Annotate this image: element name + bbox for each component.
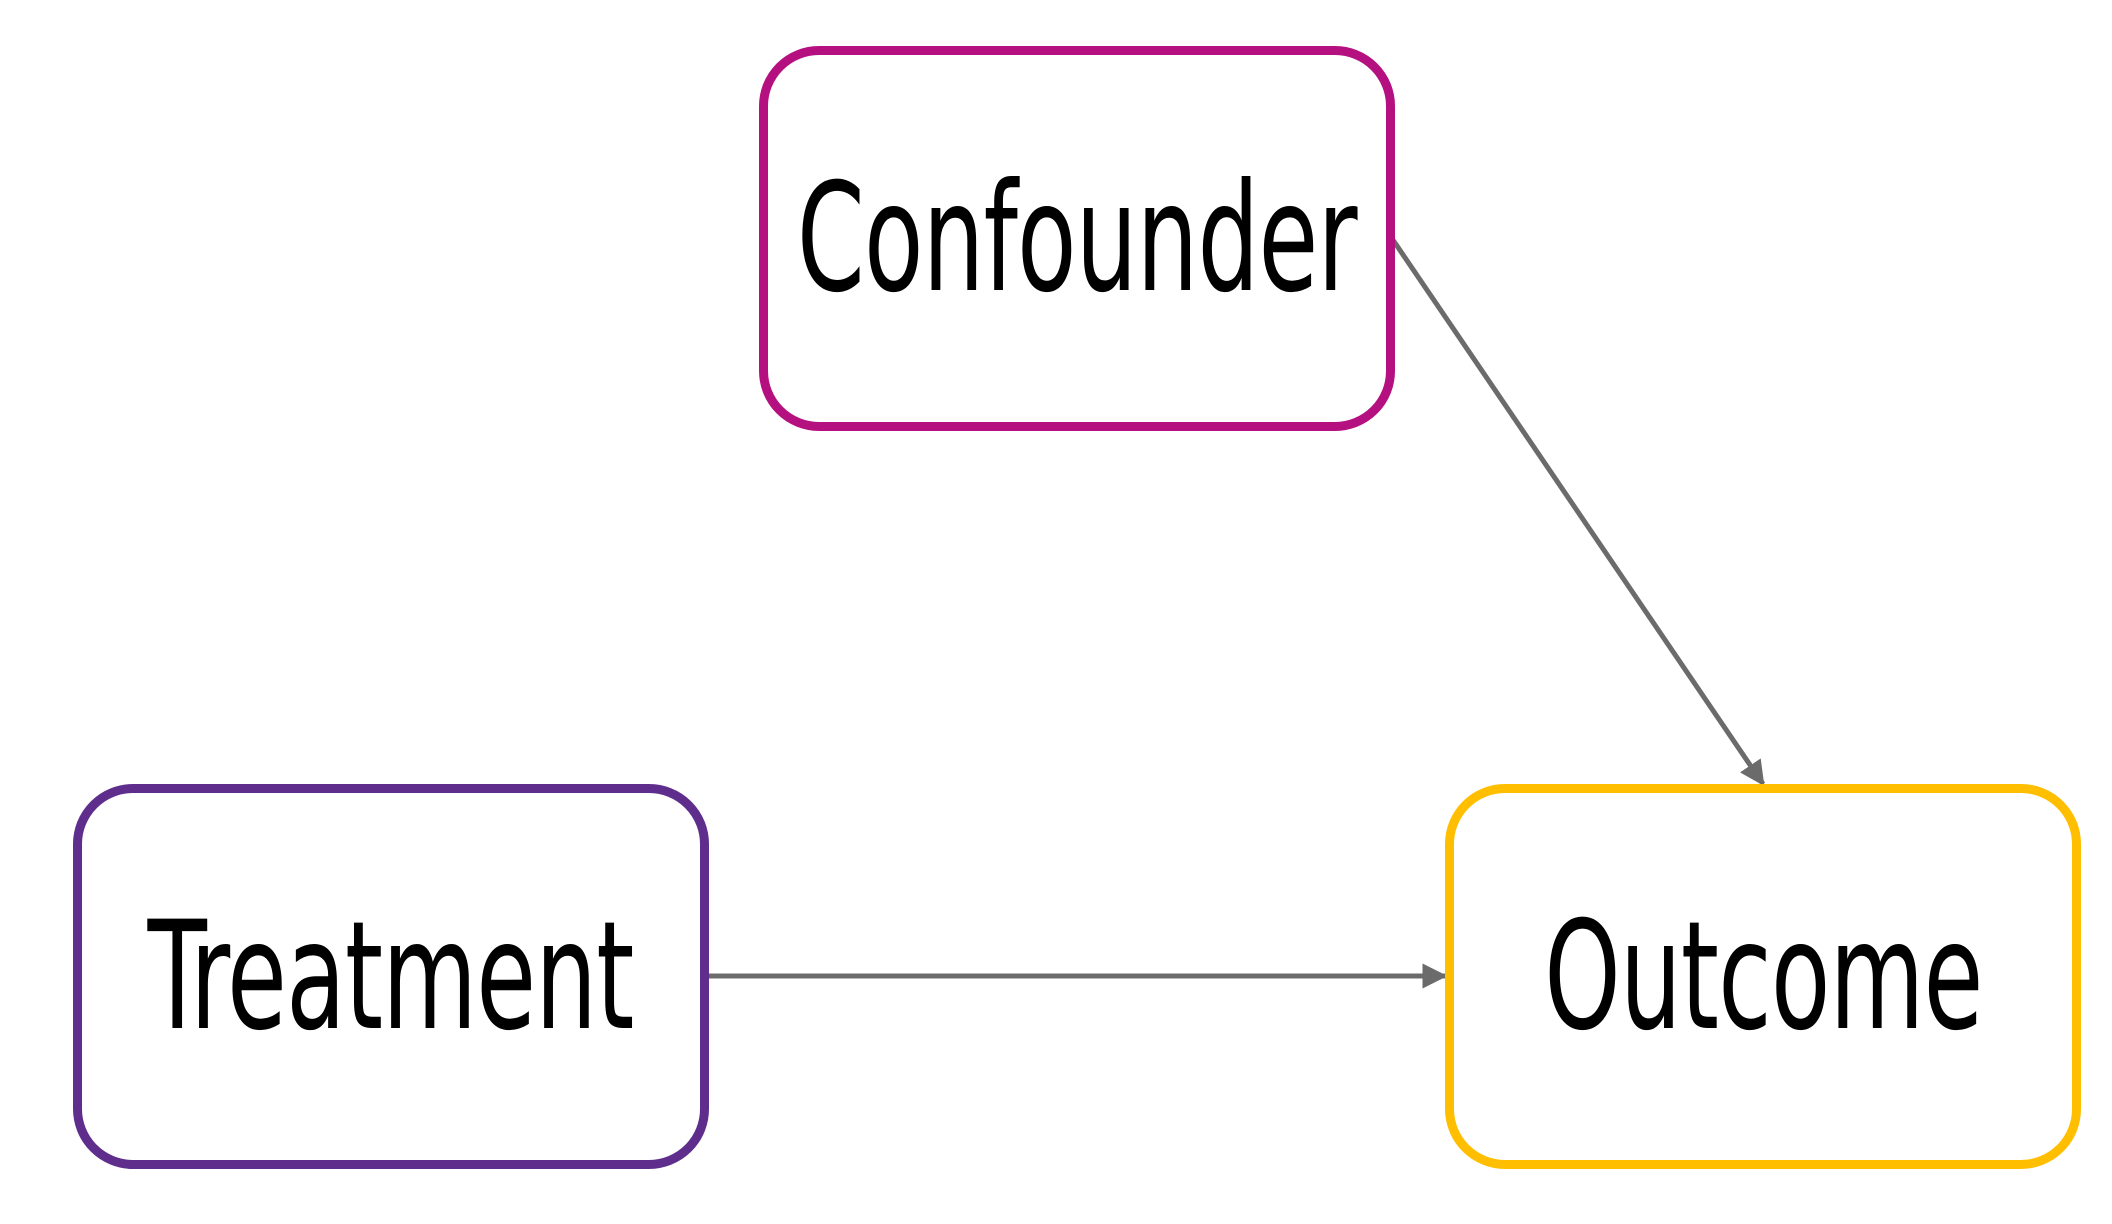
- node-treatment: Treatment: [73, 784, 709, 1169]
- node-label-confounder: Confounder: [797, 151, 1358, 326]
- node-confounder: Confounder: [759, 46, 1395, 431]
- node-outcome: Outcome: [1445, 784, 2081, 1169]
- node-label-outcome: Outcome: [1543, 889, 1983, 1064]
- node-label-treatment: Treatment: [147, 889, 635, 1064]
- edge-confounder-to-outcome: [1390, 238, 1766, 787]
